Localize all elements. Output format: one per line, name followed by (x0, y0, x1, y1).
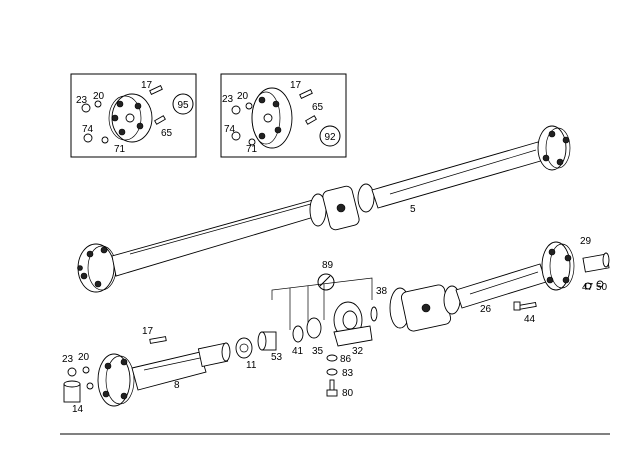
inset-flex-disc-92: 92 17 23 20 65 74 71 (220, 73, 347, 158)
label-80: 80 (342, 388, 354, 399)
inset2-label-20: 20 (237, 91, 249, 102)
inset-flex-disc-95: 95 17 23 20 74 65 71 (70, 73, 197, 158)
label-32: 32 (352, 346, 364, 357)
label-17: 17 (142, 326, 154, 337)
label-8: 8 (174, 380, 180, 391)
inset2-label-74: 74 (224, 124, 236, 135)
inset2-label-23: 23 (222, 94, 234, 105)
label-20: 20 (78, 352, 90, 363)
label-35: 35 (312, 346, 324, 357)
label-5: 5 (410, 204, 416, 215)
front-shaft-8: 17 23 20 14 8 (62, 326, 231, 415)
inset1-label-20: 20 (93, 91, 105, 102)
callout-92-circle (319, 125, 341, 147)
label-14: 14 (72, 404, 84, 415)
label-47: 47 (582, 282, 594, 293)
mounting-fasteners: 86 83 80 (326, 354, 354, 399)
inset1-label-65: 65 (161, 128, 173, 139)
inset1-label-17: 17 (141, 80, 153, 91)
inset2-label-71: 71 (246, 144, 258, 155)
label-50: 50 (596, 282, 608, 293)
label-41: 41 (292, 346, 304, 357)
label-44: 44 (524, 314, 536, 325)
label-86: 86 (340, 354, 352, 365)
label-83: 83 (342, 368, 354, 379)
label-38: 38 (376, 286, 388, 297)
center-bearing-group: 89 38 32 35 41 53 11 (235, 260, 388, 371)
inset1-label-71: 71 (114, 144, 126, 155)
label-11: 11 (246, 360, 257, 371)
inset1-label-74: 74 (82, 124, 94, 135)
inset1-callout: 95 (177, 100, 189, 111)
label-23: 23 (62, 354, 74, 365)
rear-shaft-26: 26 29 47 50 44 (389, 236, 610, 332)
inset1-label-23: 23 (76, 95, 88, 106)
inset2-label-17: 17 (290, 80, 302, 91)
label-26: 26 (480, 304, 492, 315)
inset2-callout: 92 (324, 132, 336, 143)
propeller-shaft-assembly-5: 5 (77, 125, 571, 293)
label-89: 89 (322, 260, 334, 271)
callout-95-circle (172, 93, 194, 115)
inset2-label-65: 65 (312, 102, 324, 113)
label-53: 53 (271, 352, 283, 363)
label-29: 29 (580, 236, 592, 247)
